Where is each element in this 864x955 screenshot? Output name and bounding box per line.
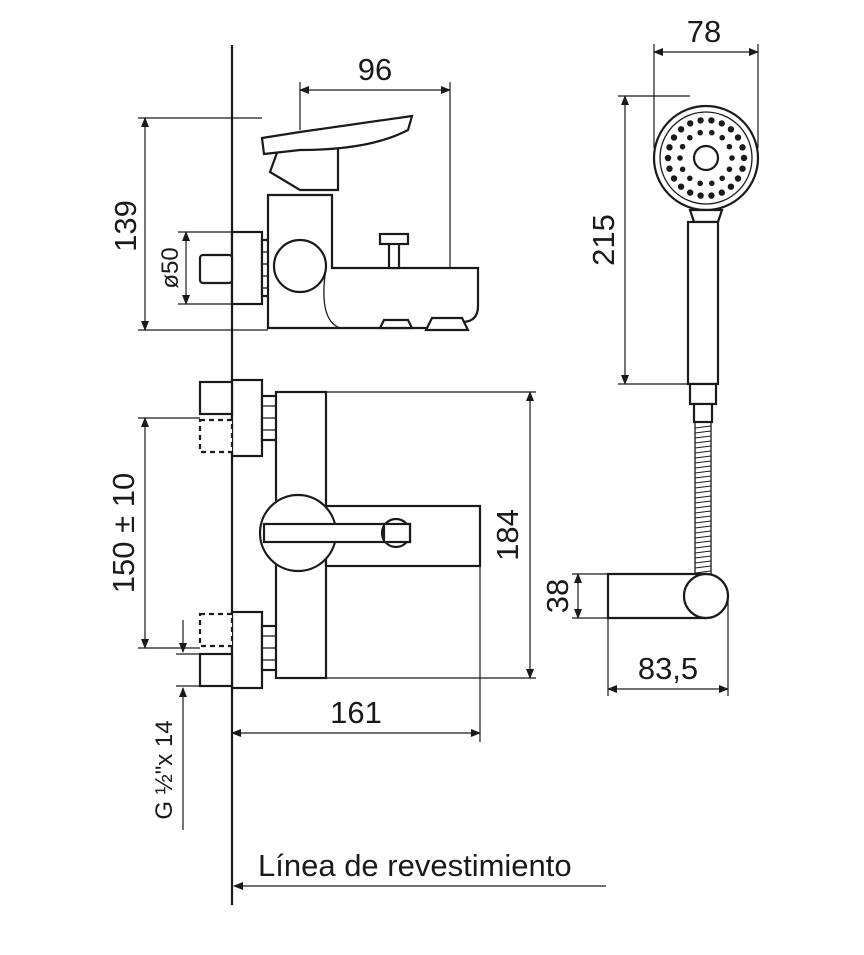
nozzle (697, 129, 703, 136)
nozzle (719, 175, 725, 182)
hose-coil (694, 430, 712, 434)
nozzle (666, 144, 673, 151)
hose-coil (694, 570, 712, 574)
nozzle (666, 165, 673, 172)
nozzle (727, 183, 735, 190)
nozzle (697, 117, 704, 124)
hose-coil (694, 440, 712, 444)
shower-nozzles (664, 117, 748, 199)
nozzle (740, 154, 748, 162)
nozzle (677, 183, 685, 190)
nozzle (708, 117, 715, 124)
dim-diameter-50-label: ø50 (157, 247, 184, 288)
dim-83-5: 83,5 (607, 600, 729, 696)
hose-coil (694, 565, 712, 569)
hose-coil (694, 475, 712, 479)
hose-coil (694, 530, 712, 534)
dim-78: 78 (653, 14, 759, 148)
nozzle (726, 166, 733, 173)
hose-coil (694, 510, 712, 514)
nozzle (677, 155, 683, 161)
nozzle (727, 126, 735, 133)
nozzle (709, 180, 715, 187)
hose-coil (694, 495, 712, 499)
nozzle (718, 189, 725, 196)
nozzle (679, 143, 686, 150)
nozzle (687, 175, 693, 182)
hose-coil (694, 525, 712, 529)
nozzle (687, 120, 694, 127)
hose-coil (694, 490, 712, 494)
dim-thread-label: G ½"x 14 (151, 720, 178, 819)
hose-coil (694, 485, 712, 489)
hose-coil (694, 445, 712, 449)
hose-coil (694, 550, 712, 554)
nozzle (709, 129, 715, 136)
dim-184-label: 184 (490, 509, 525, 561)
dim-96: 96 (299, 52, 451, 268)
dim-thread: G ½"x 14 (151, 620, 200, 830)
nozzle (739, 144, 746, 151)
wall-line-callout: Línea de revestimiento (233, 848, 606, 890)
hose-coil (694, 450, 712, 454)
nozzle (670, 175, 678, 182)
mixer-front-view (198, 378, 482, 690)
nozzle (664, 154, 672, 162)
nozzle (734, 175, 742, 182)
hose-coil (694, 540, 712, 544)
dim-150: 150 ± 10 (106, 417, 200, 649)
dim-215: 215 (586, 95, 690, 385)
nozzle (719, 134, 725, 141)
hose-coil (694, 470, 712, 474)
nozzle (670, 134, 678, 141)
hose-coil (694, 560, 712, 564)
hose-coil (694, 460, 712, 464)
nozzle (718, 120, 725, 127)
nozzle (697, 180, 703, 187)
shower-hose (694, 422, 712, 576)
dim-83-5-label: 83,5 (638, 651, 698, 686)
nozzle (677, 126, 685, 133)
dim-96-label: 96 (358, 52, 392, 87)
nozzle (687, 189, 694, 196)
dim-215-label: 215 (586, 214, 621, 266)
hose-coil (694, 520, 712, 524)
hose-coil (694, 425, 712, 429)
nozzle (729, 155, 735, 161)
hand-shower (606, 104, 760, 620)
hose-coil (694, 505, 712, 509)
hose-coil (694, 435, 712, 439)
dim-38-label: 38 (540, 579, 575, 613)
dim-139-label: 139 (108, 200, 143, 252)
nozzle (734, 134, 742, 141)
dim-78-label: 78 (687, 14, 721, 49)
hose-coil (694, 465, 712, 469)
hose-coil (694, 455, 712, 459)
mixer-side-view (198, 114, 480, 332)
hose-coil (694, 515, 712, 519)
nozzle (726, 143, 733, 150)
nozzle (679, 166, 686, 173)
hose-coil (694, 555, 712, 559)
dim-161: 161 (231, 566, 481, 742)
nozzle (687, 134, 693, 141)
dim-38: 38 (540, 573, 608, 619)
dim-161-label: 161 (330, 695, 382, 730)
dim-diameter-50: ø50 (157, 231, 232, 305)
hose-coil (694, 500, 712, 504)
nozzle (739, 165, 746, 172)
dim-150-label: 150 ± 10 (106, 473, 141, 593)
dim-139: 139 (108, 117, 268, 331)
hose-coil (694, 480, 712, 484)
hose-coil (694, 535, 712, 539)
dim-184: 184 (326, 391, 536, 679)
wall-line-label: Línea de revestimiento (258, 848, 572, 883)
hose-coil (694, 545, 712, 549)
nozzle (708, 192, 715, 199)
nozzle (697, 192, 704, 199)
